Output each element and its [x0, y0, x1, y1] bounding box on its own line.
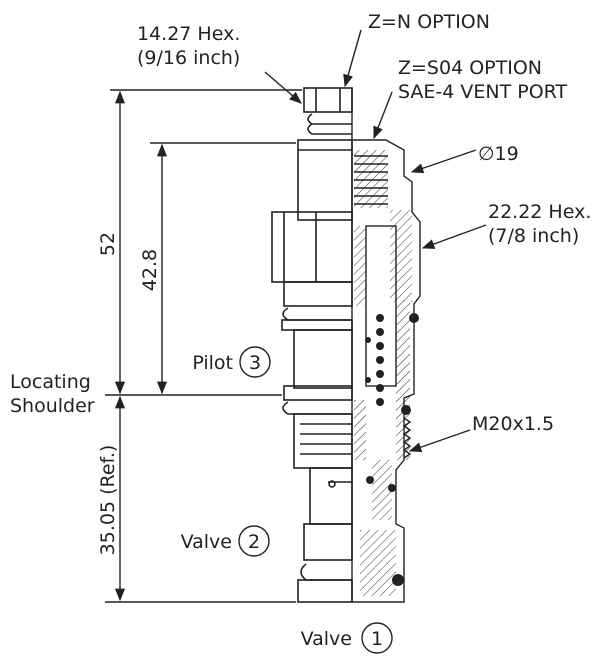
top-hex-nut — [303, 87, 353, 113]
leader-lines — [264, 29, 487, 453]
port-number: 1 — [371, 628, 383, 650]
diameter-label: ∅19 — [478, 143, 519, 165]
upper-body — [297, 139, 353, 221]
dimension-lines — [105, 89, 302, 603]
spring-coil-section — [365, 313, 419, 586]
port-number-circle — [238, 525, 270, 557]
port-number: 3 — [249, 352, 261, 374]
thread-section — [293, 413, 353, 469]
valve-section-view — [351, 88, 421, 603]
locating-shoulder-label-line2: Shoulder — [10, 395, 95, 417]
port-number-circle — [361, 622, 393, 654]
hex-small-label-line2: (9/16 inch) — [137, 47, 240, 69]
locating-shoulder-label-line1: Locating — [10, 371, 91, 393]
dim-value-35-05: 35.05 (Ref.) — [97, 445, 119, 556]
port-number-circle — [239, 346, 271, 378]
port-label: Valve — [181, 531, 232, 553]
hex-large-label-line2: (7/8 inch) — [488, 225, 579, 247]
port-valve-2: Valve 2 — [181, 525, 270, 557]
thread-label: M20x1.5 — [472, 413, 554, 435]
port-valve-1: Valve 1 — [301, 622, 393, 654]
port-label: Valve — [301, 628, 352, 650]
option-z-s04-label-line2: SAE-4 VENT PORT — [398, 81, 567, 103]
port-label: Pilot — [192, 352, 233, 374]
dim-value-52: 52 — [97, 232, 119, 256]
option-z-n-label: Z=N OPTION — [368, 11, 490, 33]
valve-exterior-view — [271, 87, 353, 603]
hex-large-label-line1: 22.22 Hex. — [488, 201, 591, 223]
dim-value-42-8: 42.8 — [139, 249, 161, 291]
port-number: 2 — [248, 531, 260, 553]
option-z-s04-label-line1: Z=S04 OPTION — [398, 57, 542, 79]
hex-small-label-line1: 14.27 Hex. — [137, 23, 240, 45]
port-pilot-3: Pilot 3 — [192, 346, 271, 378]
